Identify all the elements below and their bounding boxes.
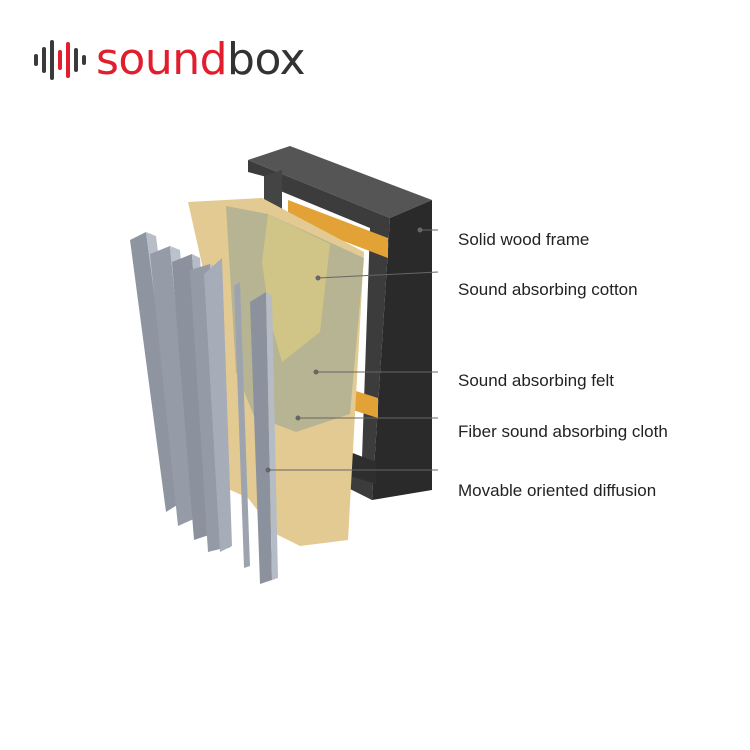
brand-wordmark: soundbox [96,34,306,85]
brand-sound: sound [96,34,228,85]
label-fiber-sound-absorbing-cloth: Fiber sound absorbing cloth [458,422,668,441]
label-sound-absorbing-cotton: Sound absorbing cotton [458,280,638,299]
brand-logo: soundbox [32,34,306,85]
label-sound-absorbing-felt: Sound absorbing felt [458,371,614,390]
diffusion-bars [130,232,278,584]
cotton-highlight [262,214,330,362]
brand-box: box [227,34,306,85]
leader-lines [265,227,439,473]
label-solid-wood-frame: Solid wood frame [458,230,590,249]
soundwave-icon [34,40,86,80]
label-movable-oriented-diffusion: Movable oriented diffusion [458,481,657,500]
